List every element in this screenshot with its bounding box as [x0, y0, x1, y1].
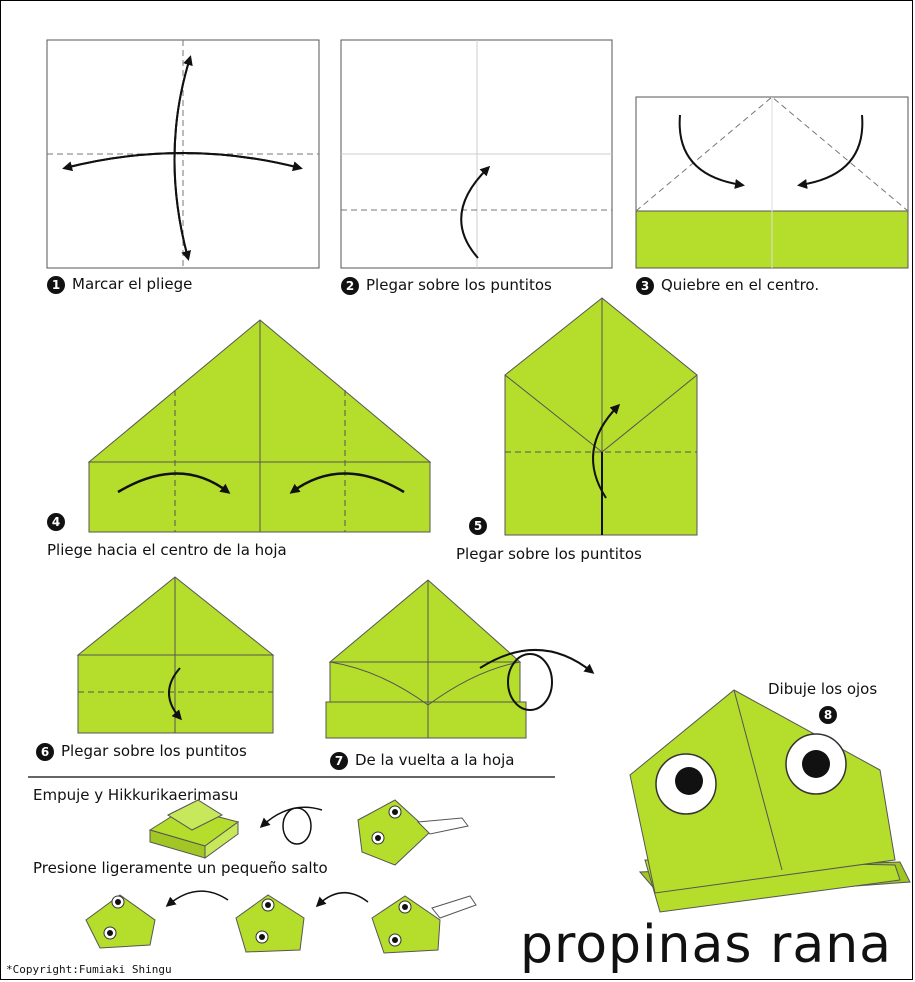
step-7-number: 7 — [330, 752, 348, 770]
step-1-figure — [46, 39, 320, 269]
step-5-number: 5 — [469, 517, 487, 535]
play-row-1 — [148, 799, 469, 866]
turn-over-loop — [507, 653, 553, 711]
step-4-figure — [87, 319, 432, 533]
step-7-label: De la vuelta a la hoja — [355, 751, 515, 769]
step-5-label: Plegar sobre los puntitos — [456, 545, 642, 563]
finger-icon — [431, 895, 477, 919]
press-instruction: Presione ligeramente un pequeño salto — [33, 859, 328, 877]
fold-arrow-right — [797, 114, 864, 189]
step-6-label: Plegar sobre los puntitos — [61, 742, 247, 760]
step-6-figure — [76, 576, 275, 734]
push-instruction: Empuje y Hikkurikaerimasu — [33, 786, 239, 804]
fold-arrow — [168, 667, 182, 721]
step-3-figure — [635, 96, 909, 269]
frog-small — [235, 894, 305, 953]
step-3-number: 3 — [636, 277, 654, 295]
frog-final — [629, 689, 911, 913]
step-7-figure — [325, 579, 595, 739]
play-row-2 — [85, 890, 477, 954]
fold-arrow — [592, 403, 621, 499]
loop-arrow — [282, 807, 312, 845]
eye-left — [655, 753, 717, 815]
finger-icon — [416, 817, 469, 835]
fold-arrow-right — [289, 472, 405, 494]
frog-small — [357, 799, 431, 866]
step-2-number: 2 — [341, 277, 359, 295]
step-4-label: Pliege hacia el centro de la hoja — [47, 541, 287, 559]
page-title: propinas rana — [520, 915, 893, 975]
step-4-number: 4 — [47, 513, 65, 531]
step-3-label: Quiebre en el centro. — [661, 276, 820, 294]
step-1-label: Marcar el pliege — [72, 275, 193, 293]
fold-arrow-left — [678, 114, 745, 189]
eye-right — [785, 733, 847, 795]
step-8-label: Dibuje los ojos — [768, 680, 878, 698]
step-8-number: 8 — [819, 706, 837, 724]
fold-arrow-left — [117, 472, 231, 494]
fold-arrow — [460, 165, 491, 259]
step-1-number: 1 — [47, 276, 65, 294]
step-2-label: Plegar sobre los puntitos — [366, 276, 552, 294]
turn-over-arrow — [479, 649, 595, 674]
copyright-text: *Copyright:Fumiaki Shingu — [6, 963, 172, 976]
step-5-figure — [504, 297, 698, 536]
step-6-number: 6 — [36, 743, 54, 761]
step-2-figure — [340, 39, 613, 269]
